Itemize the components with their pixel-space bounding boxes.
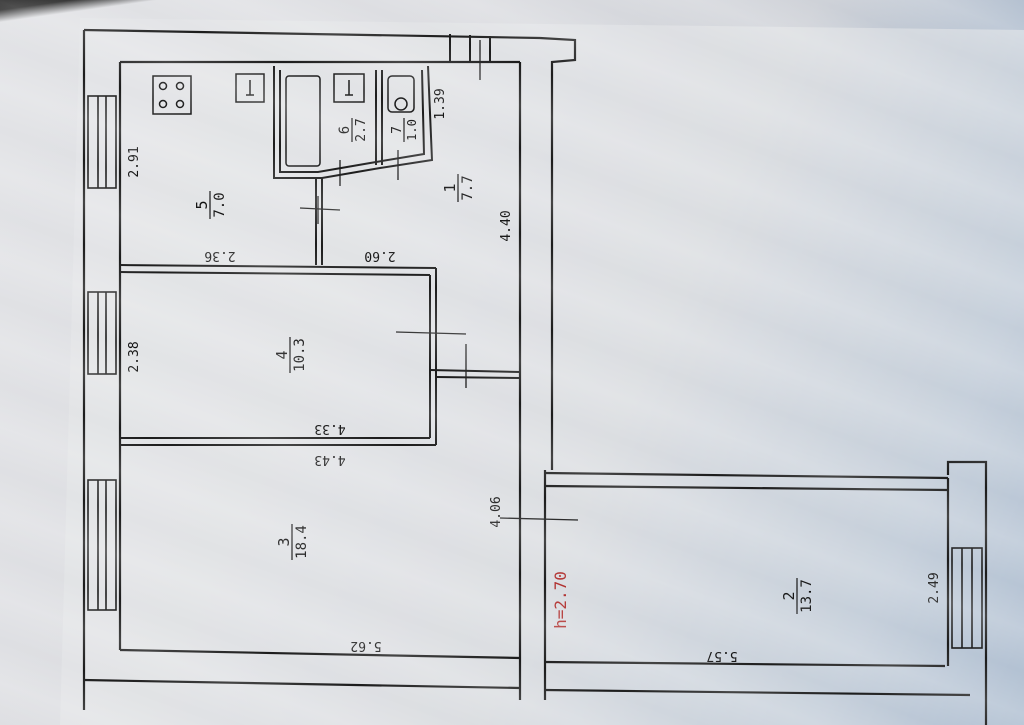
dimension-5-62: 5.62 <box>350 638 381 653</box>
ceiling-height-note: h=2.70 <box>551 571 570 629</box>
room-area: 7.7 <box>460 175 476 200</box>
paper-sheet <box>60 18 1024 725</box>
dimension-4-40: 4.40 <box>499 210 514 241</box>
room-area: 1.0 <box>405 119 419 141</box>
room-area: 10.3 <box>292 338 308 372</box>
wash-basin-icon <box>333 73 365 103</box>
dimension-5-57: 5.57 <box>706 648 737 663</box>
room-5-label: 5 7.0 <box>193 191 228 219</box>
room-number: 7 <box>390 126 405 134</box>
dimension-2-49: 2.49 <box>927 572 942 603</box>
dimension-4-33: 4.33 <box>314 421 345 436</box>
room-number: 2 <box>780 591 798 600</box>
room-4-label: 4 10.3 <box>273 337 308 373</box>
sink-icon <box>235 73 265 103</box>
bathtub-icon <box>285 75 321 167</box>
room-area: 7.0 <box>212 192 228 217</box>
room-area: 13.7 <box>799 579 815 613</box>
room-number: 4 <box>273 350 291 359</box>
dimension-labels: 2.91 2.36 2.60 4.40 1.39 2.38 4.33 4.43 … <box>127 88 942 663</box>
dimension-4-06: 4.06 <box>489 496 504 527</box>
room-6-label: 6 2.7 <box>337 118 369 142</box>
room-area: 18.4 <box>294 525 310 559</box>
room-7-label: 7 1.0 <box>390 118 419 142</box>
room-number: 6 <box>337 126 353 134</box>
dimension-2-36: 2.36 <box>204 248 235 263</box>
room-number: 3 <box>275 537 293 546</box>
stove-icon <box>152 75 192 115</box>
fixtures <box>152 73 415 167</box>
room-2-label: 2 13.7 <box>780 578 815 614</box>
windows-left <box>87 95 117 611</box>
room-1-label: 1 7.7 <box>441 174 476 202</box>
room-area: 2.7 <box>354 118 369 141</box>
dimension-2-91: 2.91 <box>127 146 142 177</box>
dimension-2-60: 2.60 <box>364 248 395 263</box>
toilet-icon <box>387 75 415 113</box>
dimension-4-43: 4.43 <box>314 452 345 467</box>
dimension-1-39: 1.39 <box>433 88 448 119</box>
room-number: 5 <box>193 200 211 209</box>
dimension-2-38: 2.38 <box>127 341 142 372</box>
room-number: 1 <box>441 183 459 192</box>
door-marks <box>299 40 579 540</box>
room-3-label: 3 18.4 <box>275 524 310 560</box>
interior-walls <box>119 34 521 446</box>
window-right <box>951 547 983 649</box>
